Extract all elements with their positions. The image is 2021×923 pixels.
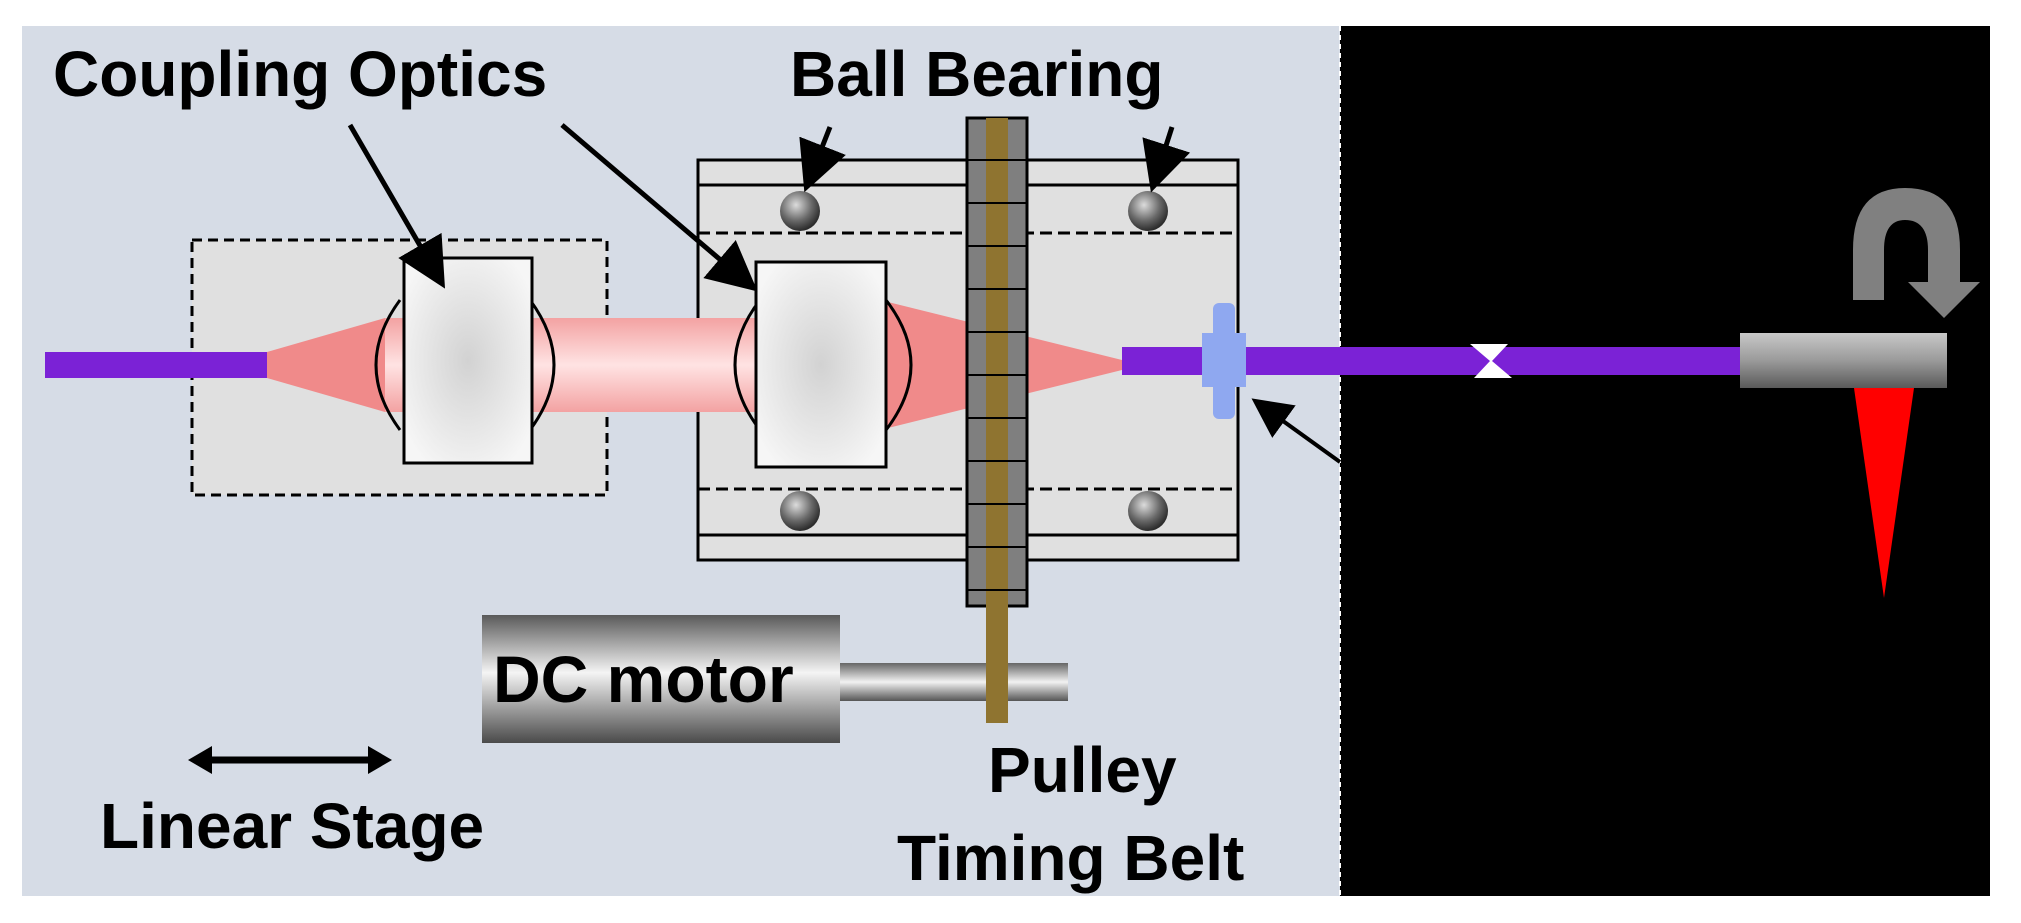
ball-bearing-top-right [1128,191,1168,231]
lens-2-left-arc [733,299,762,431]
beam-diverging [267,318,385,412]
label-coupling-optics: Coupling Optics [53,38,547,110]
double-headed-arrow-icon [188,746,392,774]
timing-belt [986,118,1008,723]
connector-pointer-arrow [1251,398,1342,464]
arrow-coupling-optics-left [347,123,446,289]
label-dc-motor: DC motor [493,642,794,716]
rotation-arrow-icon [1853,188,1980,318]
lens-1-left-arc [374,299,402,431]
motor-shaft [838,663,1068,701]
ball-bearing-top-left [780,191,820,231]
arrow-ball-bearing-left [799,126,846,193]
ball-bearing-bottom-left [780,491,820,531]
dc-motor [482,615,840,743]
fiber-break-symbol [1470,344,1512,378]
arrow-ball-bearing-right [1142,126,1191,193]
pulley-teeth [967,159,1027,591]
probe-tip [1854,388,1914,598]
label-ball-bearing: Ball Bearing [790,38,1163,110]
input-fiber [45,352,267,378]
label-linear-stage: Linear Stage [100,790,484,862]
label-pulley: Pulley [988,734,1177,806]
probe-tube [1740,333,1947,388]
lens-2-right-arc [884,299,913,431]
lens-1 [402,256,534,465]
lens-1-right-arc [528,299,556,431]
label-timing-belt: Timing Belt [897,822,1244,894]
belt-over-shaft [986,600,1008,723]
fiber-connector-center [1202,333,1246,387]
lens-2 [754,260,888,469]
ball-bearing-bottom-right [1128,491,1168,531]
arrow-coupling-optics-right [560,123,758,292]
